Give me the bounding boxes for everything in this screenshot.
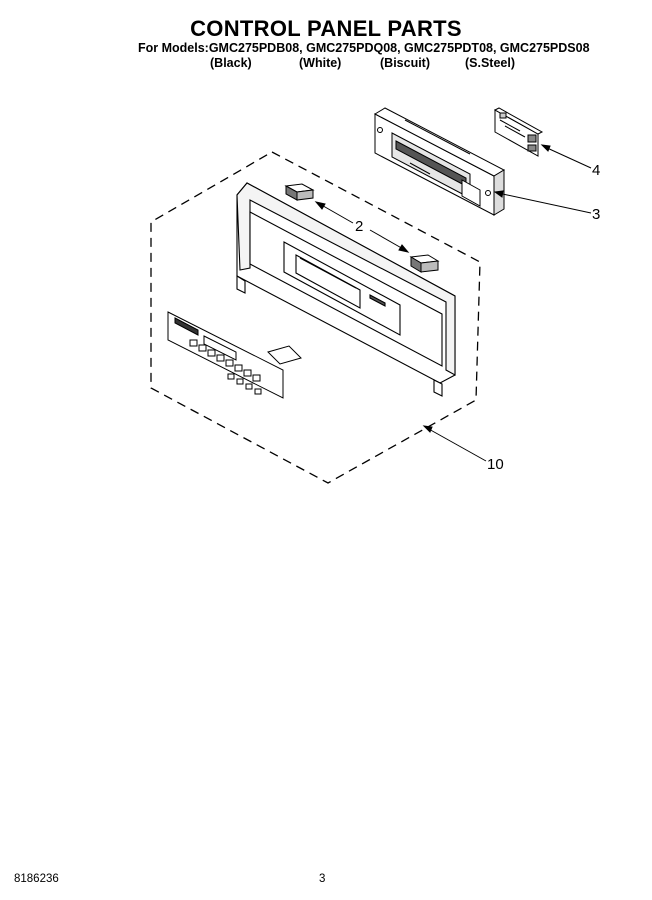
callout-10: 10 (487, 456, 504, 473)
page-number: 3 (319, 873, 326, 885)
spacer-block-lower (409, 254, 440, 273)
models-line: For Models:GMC275PDB08, GMC275PDQ08, GMC… (138, 41, 590, 55)
keypad-overlay (167, 311, 302, 399)
color-biscuit-label: (Biscuit) (380, 56, 430, 70)
color-black-label: (Black) (210, 56, 252, 70)
color-ssteel-label: (S.Steel) (465, 56, 516, 70)
color-white-label: (White) (299, 56, 342, 70)
circuit-board (493, 107, 544, 157)
document-number: 8186236 (14, 873, 59, 885)
spacer-block-upper (284, 183, 315, 201)
assembly-boundary (150, 151, 481, 484)
color-row: (Black) (White) (Biscuit) (S.Steel) (0, 56, 652, 72)
callout-2: 2 (355, 218, 363, 235)
callout-4: 4 (592, 162, 600, 179)
control-board-bracket (373, 107, 506, 344)
callout-3: 3 (592, 206, 600, 223)
page-title: CONTROL PANEL PARTS (190, 16, 462, 41)
leader-lines (314, 144, 592, 462)
control-panel-frame (236, 182, 456, 397)
